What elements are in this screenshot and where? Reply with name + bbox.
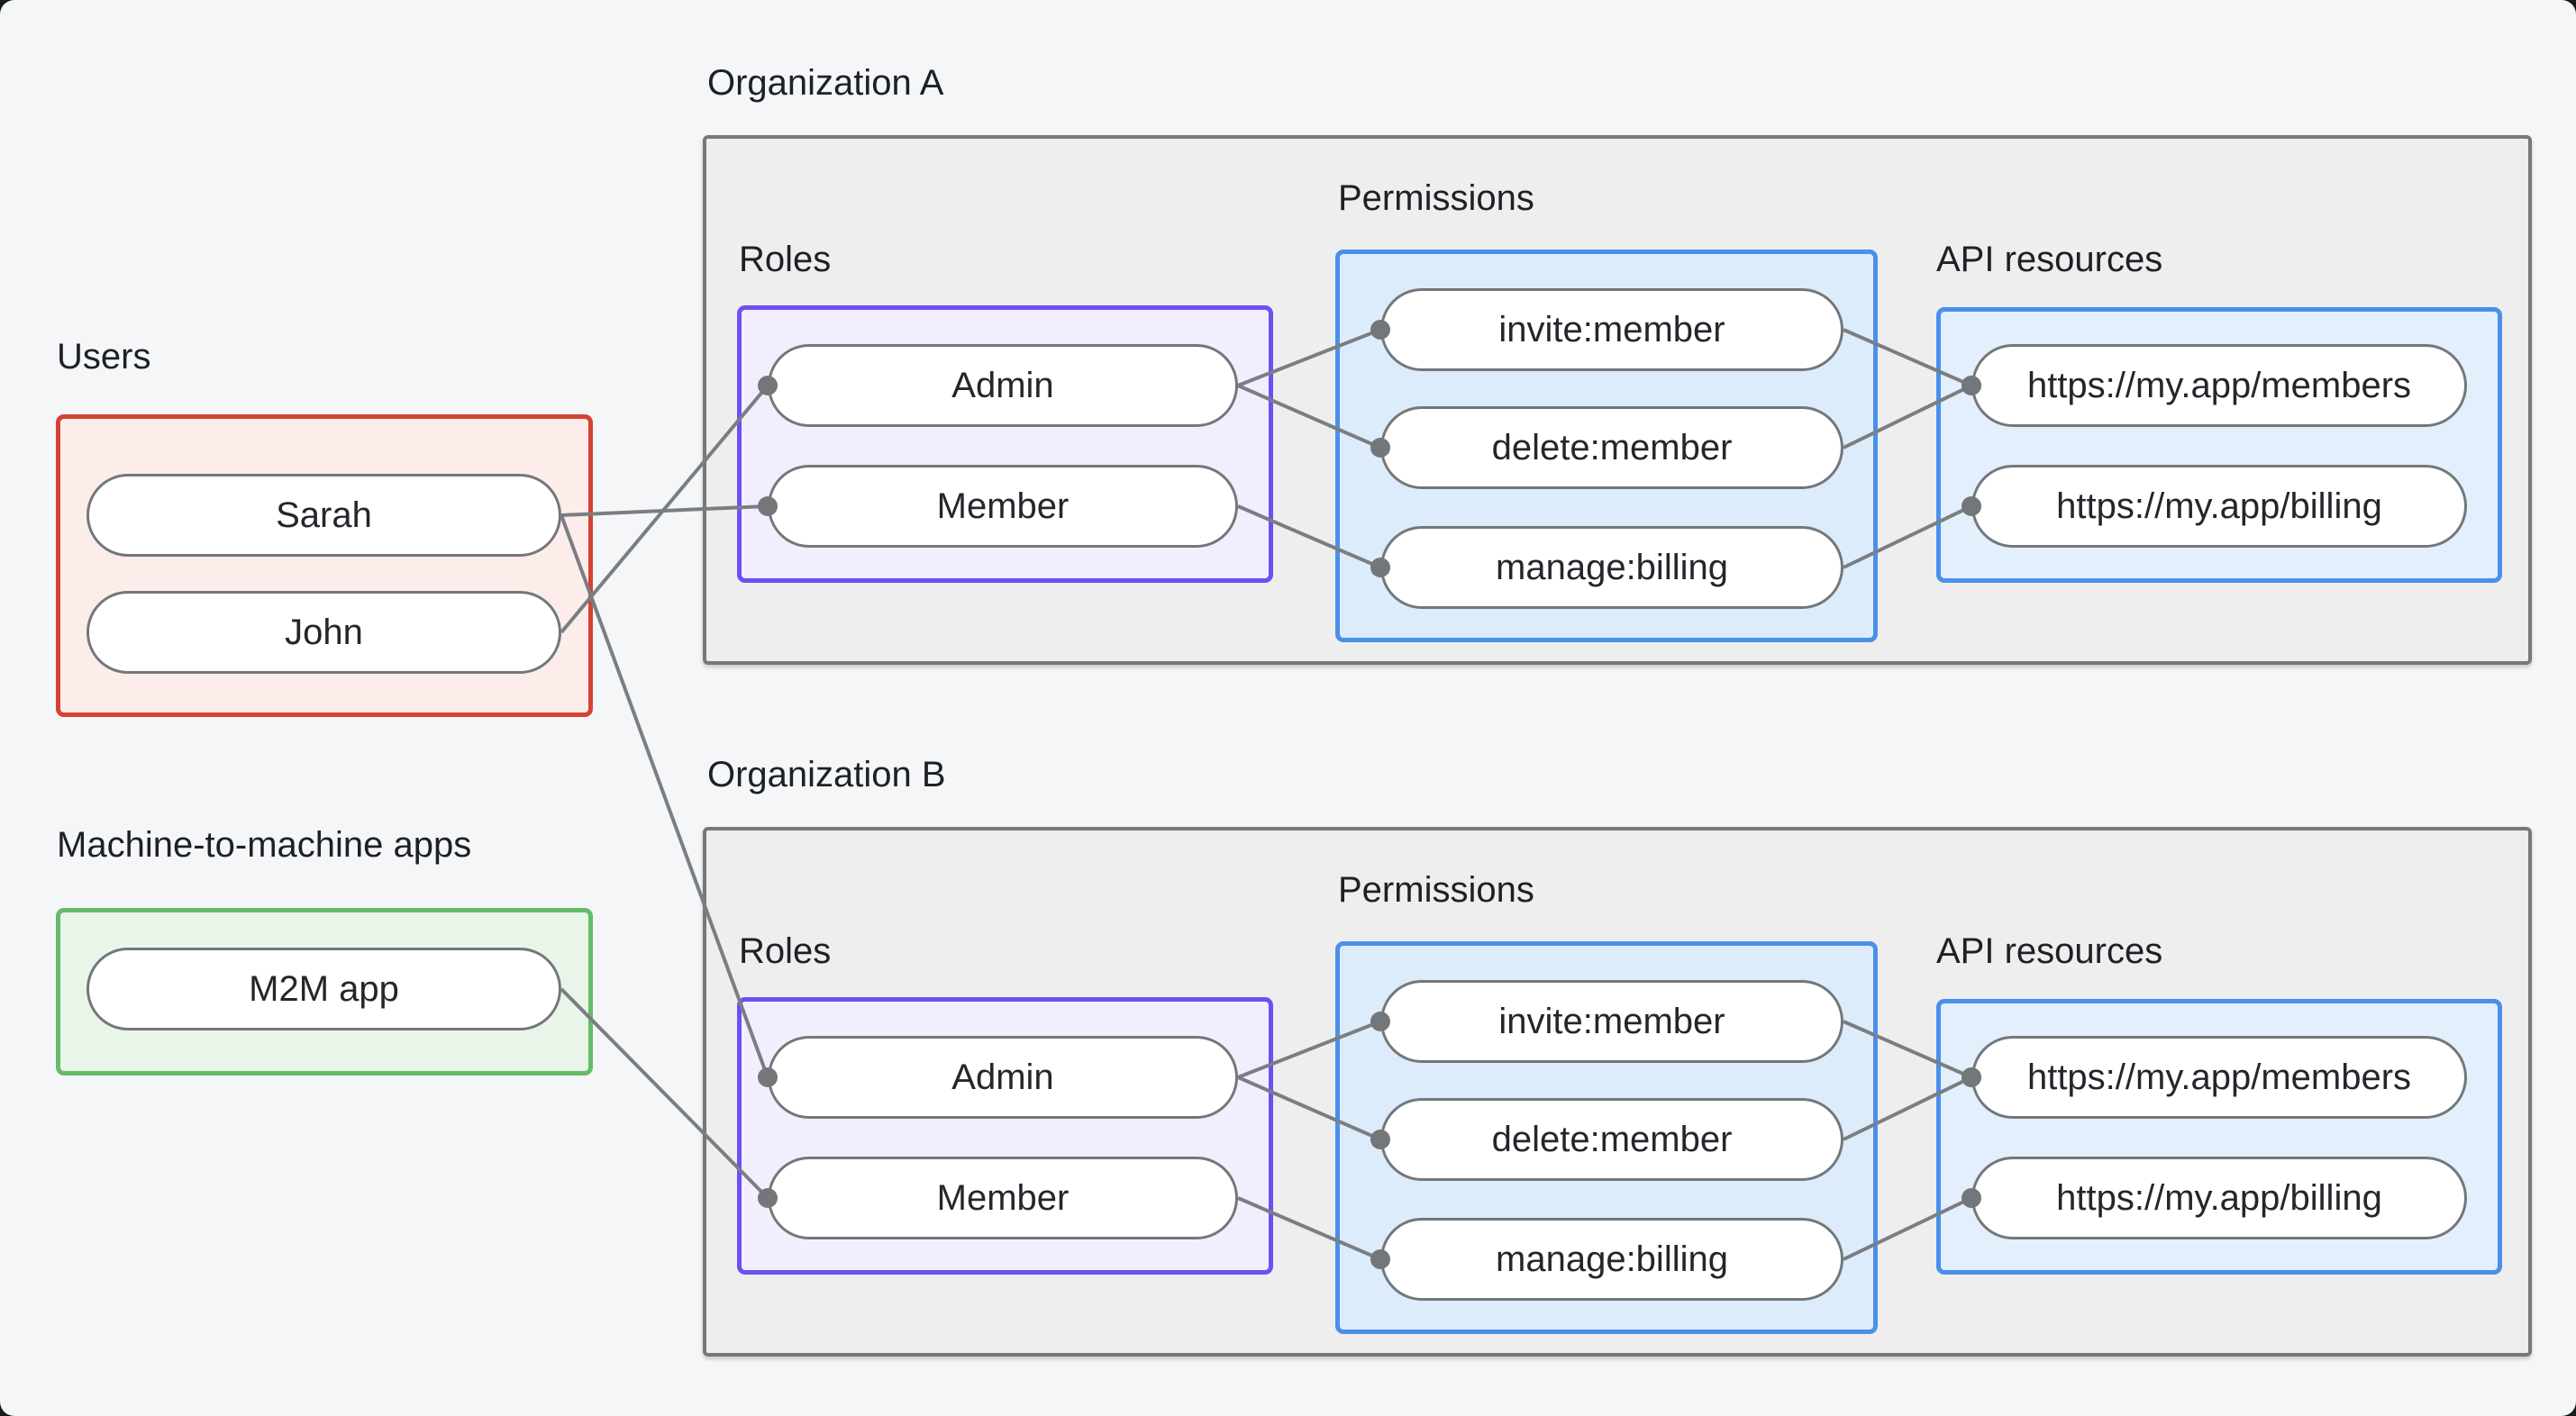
org-b-permission-manage-billing: manage:billing xyxy=(1380,1218,1843,1301)
org-b-roles-title: Roles xyxy=(739,931,832,971)
org-a-title: Organization A xyxy=(707,63,944,103)
org-a-roles-title: Roles xyxy=(739,240,832,279)
org-b-api-resources-title: API resources xyxy=(1936,931,2163,971)
org-a-permission-manage-billing: manage:billing xyxy=(1380,526,1843,609)
org-a-api-billing: https://my.app/billing xyxy=(1971,465,2467,548)
m2m-app-node: M2M app xyxy=(86,948,561,1030)
org-b-permission-invite-member: invite:member xyxy=(1380,980,1843,1063)
org-a-api-members: https://my.app/members xyxy=(1971,344,2467,427)
org-b-role-admin: Admin xyxy=(768,1036,1238,1119)
user-node-john: John xyxy=(86,591,561,674)
user-node-sarah: Sarah xyxy=(86,474,561,557)
org-a-permissions-title: Permissions xyxy=(1338,178,1534,218)
org-a-role-member: Member xyxy=(768,465,1238,548)
org-b-api-members: https://my.app/members xyxy=(1971,1036,2467,1119)
org-a-permission-delete-member: delete:member xyxy=(1380,406,1843,489)
users-section-title: Users xyxy=(57,337,151,377)
org-a-role-admin: Admin xyxy=(768,344,1238,427)
org-b-permissions-title: Permissions xyxy=(1338,870,1534,910)
org-b-api-billing: https://my.app/billing xyxy=(1971,1157,2467,1239)
org-b-permission-delete-member: delete:member xyxy=(1380,1098,1843,1181)
m2m-section-title: Machine-to-machine apps xyxy=(57,825,472,865)
org-a-permission-invite-member: invite:member xyxy=(1380,288,1843,371)
org-a-api-resources-title: API resources xyxy=(1936,240,2163,279)
org-b-role-member: Member xyxy=(768,1157,1238,1239)
org-b-title: Organization B xyxy=(707,755,946,794)
